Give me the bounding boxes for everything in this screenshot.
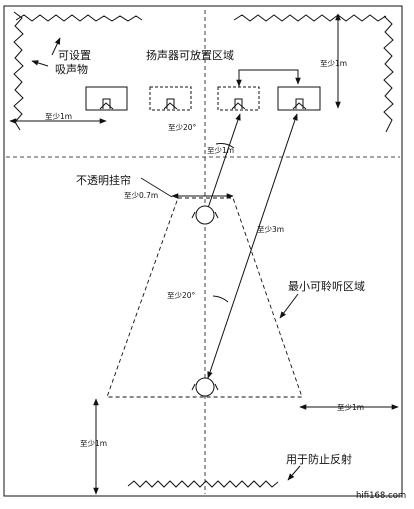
speaker-zone-arrow	[238, 69, 301, 87]
label-speaker-zone: 扬声器可放置区域	[146, 48, 234, 62]
label-absorber-line1: 可设置	[58, 49, 91, 62]
speaker-to-front-listener	[205, 113, 241, 215]
room-outline	[3, 5, 403, 497]
absorber-wave-top-left	[15, 14, 143, 22]
absorber-wave-left	[13, 11, 24, 131]
dim-curtain-gap-label: 至少0.7m	[124, 191, 158, 200]
dim-center-gap-label: 至少1m	[207, 146, 234, 155]
label-curtain: 不透明挂帘	[76, 173, 131, 187]
curtain-pointer	[140, 177, 173, 198]
absorber-pointer-left	[31, 60, 49, 67]
label-listen-zone: 最小可聆听区域	[288, 279, 365, 293]
absorber-pointer-top	[51, 37, 61, 56]
speaker-dashed-right	[217, 86, 260, 111]
absorber-wave-top-right	[233, 14, 387, 22]
label-absorber-line2: 吸声物	[55, 62, 88, 76]
absorber-wave-bottom	[127, 480, 279, 488]
label-reflection: 用于防止反射	[286, 452, 352, 466]
listener-rear	[191, 377, 219, 397]
speaker-solid-left	[85, 86, 128, 111]
speaker-solid-right	[277, 86, 321, 111]
listening-area-trapezoid	[106, 197, 303, 398]
angle-arc-top	[215, 143, 235, 149]
dim-diag-label: 至少3m	[257, 225, 284, 234]
absorber-wave-right	[383, 15, 394, 133]
speaker-dashed-left	[149, 86, 192, 111]
angle-arc-mid	[212, 295, 229, 303]
dim-top-right-label: 至少1m	[320, 59, 347, 68]
dim-angle-top-label: 至少20°	[168, 123, 197, 132]
dim-angle-mid-label: 至少20°	[167, 291, 196, 300]
watermark-text: hifi168.com	[356, 491, 406, 501]
dim-left-wall-label: 至少1m	[45, 112, 72, 121]
listen-zone-pointer	[279, 293, 299, 319]
dim-bottom-left-label: 至少1m	[80, 439, 107, 448]
listener-front	[191, 205, 219, 225]
dim-bottom-right-label: 至少1m	[337, 403, 364, 412]
speaker-to-rear-listener	[207, 113, 298, 379]
reflection-pointer	[287, 465, 301, 481]
